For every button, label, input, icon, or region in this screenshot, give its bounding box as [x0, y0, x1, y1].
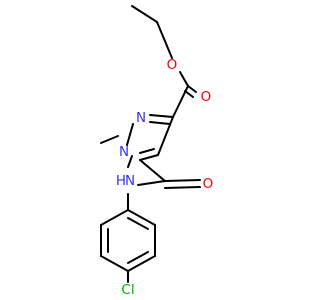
- bond-ester-ring: [172, 85, 189, 118]
- bond-ethyl-cc: [131, 5, 158, 23]
- atom-cl: Cl: [121, 282, 134, 298]
- bond-ethyl-co: [156, 21, 173, 59]
- structure-diagram: O O N N H N O Cl: [100, 5, 214, 298]
- atom-o-carbonyl-ester: O: [201, 89, 212, 105]
- bond-c-o-double-2: [184, 90, 194, 98]
- bond-amide-cn: [137, 180, 166, 186]
- bond-ph-4: [127, 255, 156, 272]
- bond-ph-6: [127, 209, 156, 226]
- bond-o-c-ester: [179, 71, 189, 87]
- bond-ph-1: [100, 209, 129, 226]
- bond-c5-n1: [127, 155, 133, 168]
- bond-c4-c5: [139, 154, 159, 161]
- bond-c3-n2-a: [149, 114, 174, 118]
- bond-ph-inner-2: [127, 251, 149, 264]
- bond-ph-inner-3: [127, 217, 149, 230]
- bond-c-o-double-1: [187, 85, 197, 93]
- bond-ph-3: [100, 255, 129, 272]
- bond-c4-c5-double: [139, 148, 155, 154]
- bond-n2-n1: [126, 123, 134, 146]
- bond-n1-methyl: [100, 135, 119, 144]
- atom-n2: N: [136, 110, 146, 126]
- bond-c3-n2-b: [149, 121, 171, 125]
- bond-amide-co-1: [164, 179, 201, 182]
- atom-n-amide: H N: [116, 173, 135, 189]
- bond-c3-c4: [157, 116, 174, 156]
- atom-o-amide: O: [203, 176, 214, 192]
- bond-amide-co-2: [164, 186, 201, 189]
- atom-o-ester: O: [167, 57, 178, 73]
- atom-n-amide-hydrogen: H: [116, 173, 126, 189]
- atom-n1: N: [119, 144, 129, 160]
- atom-n-amide-symbol: N: [125, 173, 135, 189]
- molecule-canvas: O O N N H N O Cl: [100, 5, 214, 298]
- bond-c5-amide-c: [139, 159, 166, 182]
